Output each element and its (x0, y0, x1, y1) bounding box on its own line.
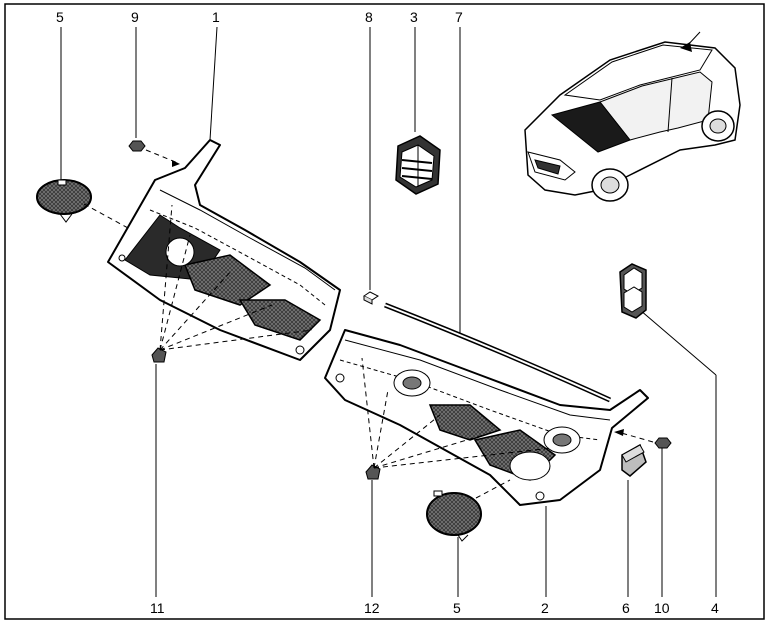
fasteners-fan-right (361, 357, 553, 469)
part-2-cowl-panel-right (324, 329, 649, 506)
diagram-border (4, 3, 765, 620)
part-9-nut (128, 140, 180, 167)
callout-bottom-10: 10 (654, 600, 670, 616)
callout-bottom-5: 5 (453, 600, 461, 616)
fasteners-fan-left (159, 204, 313, 351)
part-3-vent (395, 135, 441, 195)
callout-bottom-6: 6 (622, 600, 630, 616)
callout-bottom-12: 12 (364, 600, 380, 616)
part-5-grille-bottom (426, 490, 482, 542)
part-6-cap (621, 443, 647, 477)
callout-top-8: 8 (365, 9, 373, 25)
callout-bottom-4: 4 (711, 600, 719, 616)
part-8-block (363, 291, 379, 305)
callout-top-5: 5 (56, 9, 64, 25)
part-7-seal-strip (384, 302, 612, 403)
callout-bottom-2: 2 (541, 600, 549, 616)
callout-top-9: 9 (131, 9, 139, 25)
part-11-clip (151, 347, 167, 363)
callout-top-7: 7 (455, 9, 463, 25)
part-12-clip (365, 464, 381, 480)
part-1-cowl-panel-left (107, 139, 341, 361)
vehicle-locator-car-icon (524, 31, 741, 202)
callout-bottom-11: 11 (150, 600, 165, 616)
part-4-bracket (619, 263, 647, 319)
callout-top-1: 1 (212, 9, 220, 25)
part-5-grille-top (36, 179, 92, 223)
callout-top-3: 3 (410, 9, 418, 25)
part-10-nut (614, 429, 672, 449)
leader-lines (60, 26, 717, 597)
